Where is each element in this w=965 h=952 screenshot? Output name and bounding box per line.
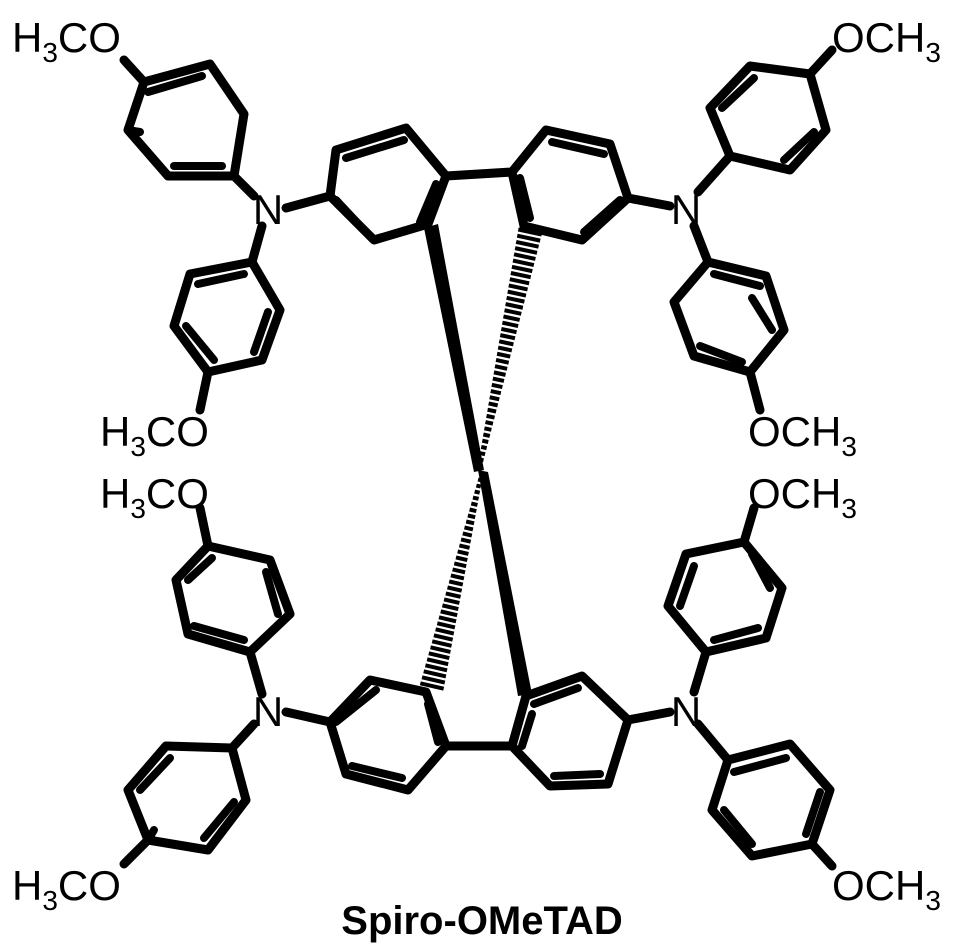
hash-stroke — [433, 633, 454, 642]
hash-stroke — [494, 364, 508, 371]
hash-stroke — [441, 603, 459, 612]
wedge-bond-lower — [478, 470, 532, 696]
hash-stroke — [487, 407, 497, 414]
hash-stroke — [481, 438, 489, 444]
hash-stroke — [497, 345, 513, 353]
hash-stroke — [510, 271, 532, 280]
hash-stroke — [501, 320, 519, 329]
hash-stroke — [480, 444, 488, 451]
hash-stroke — [488, 401, 499, 408]
hash-stroke — [477, 463, 483, 469]
hash-stroke — [500, 326, 517, 335]
methoxy-label-bottom-left: H3CO — [12, 862, 121, 916]
hash-stroke — [512, 258, 535, 267]
lower-right-amine — [623, 503, 837, 871]
hash-stroke — [458, 543, 471, 550]
methoxy-label-top-left: H3CO — [12, 14, 121, 68]
hash-stroke — [499, 333, 516, 341]
upper-right-amine — [623, 45, 837, 415]
hash-stroke — [503, 314, 521, 322]
hash-stroke — [431, 639, 453, 648]
hash-stroke — [438, 615, 457, 624]
hash-stroke — [509, 277, 530, 286]
hash-stroke — [472, 495, 480, 501]
hash-stroke — [492, 376, 505, 383]
methoxy-label-upper-mid-right: OCH3 — [748, 408, 857, 462]
hash-stroke — [515, 239, 540, 249]
hash-stroke — [419, 681, 445, 691]
hash-stroke — [435, 627, 455, 636]
hash-stroke — [464, 525, 474, 532]
hash-stroke — [516, 233, 541, 243]
hashed-bond-upper — [477, 227, 543, 469]
hash-stroke — [421, 675, 446, 685]
upper-fluorene-core — [325, 123, 633, 245]
hash-stroke — [445, 591, 462, 599]
hash-stroke — [424, 663, 448, 673]
hash-stroke — [507, 289, 527, 298]
hash-stroke — [495, 358, 510, 365]
nitrogen-label-upper-left: N — [253, 186, 283, 233]
hash-stroke — [426, 657, 449, 667]
hash-stroke — [428, 651, 450, 661]
hash-stroke — [467, 513, 476, 520]
hash-stroke — [436, 621, 456, 630]
wedge-bond-upper — [424, 224, 484, 472]
hash-stroke — [483, 426, 492, 432]
hash-stroke — [448, 579, 464, 587]
hash-stroke — [462, 531, 473, 538]
hash-stroke — [450, 573, 465, 581]
hash-stroke — [496, 351, 511, 359]
hash-stroke — [457, 549, 469, 556]
hash-stroke — [517, 227, 543, 237]
nitrogen-label-lower-left: N — [253, 688, 283, 735]
hash-stroke — [491, 382, 503, 390]
hash-stroke — [486, 413, 495, 420]
hash-stroke — [452, 567, 466, 575]
hash-stroke — [478, 457, 484, 463]
hash-stroke — [423, 669, 447, 679]
hash-stroke — [479, 451, 486, 457]
hash-stroke — [482, 432, 491, 438]
hash-stroke — [493, 370, 506, 377]
nitrogen-label-lower-right: N — [671, 688, 701, 735]
methoxy-label-bottom-right: OCH3 — [832, 862, 941, 916]
hash-stroke — [508, 283, 528, 292]
hash-stroke — [505, 302, 524, 310]
upper-left-amine — [119, 55, 335, 415]
hash-stroke — [511, 264, 533, 274]
methoxy-label-top-right: OCH3 — [832, 14, 941, 68]
hash-stroke — [443, 597, 460, 605]
hash-stroke — [490, 389, 502, 396]
hash-stroke — [430, 645, 451, 654]
hash-stroke — [485, 420, 494, 426]
methoxy-label-upper-mid-left: H3CO — [100, 408, 209, 462]
hash-stroke — [440, 609, 458, 618]
lower-left-amine — [119, 503, 335, 869]
lower-fluorene-core — [325, 671, 633, 795]
spiro-center-bonds — [419, 224, 543, 696]
hash-stroke — [514, 246, 538, 255]
hash-stroke — [477, 477, 483, 483]
hash-stroke — [489, 395, 500, 402]
hash-stroke — [470, 501, 478, 507]
hash-stroke — [475, 483, 482, 489]
methoxy-label-lower-mid-left: H3CO — [100, 470, 209, 524]
hash-stroke — [453, 561, 467, 569]
hash-stroke — [474, 489, 481, 495]
hash-stroke — [504, 308, 522, 316]
compound-name-label: Spiro-OMeTAD — [341, 899, 622, 943]
hash-stroke — [498, 339, 514, 347]
hash-stroke — [465, 519, 475, 526]
nitrogen-label-upper-right: N — [671, 186, 701, 233]
methoxy-label-lower-mid-right: OCH3 — [748, 470, 857, 524]
hash-stroke — [506, 295, 525, 304]
hash-stroke — [469, 507, 477, 514]
hash-stroke — [460, 537, 472, 544]
hashed-bond-lower — [419, 477, 483, 691]
hash-stroke — [455, 555, 468, 563]
hash-stroke — [513, 252, 536, 261]
hash-stroke — [447, 585, 463, 593]
